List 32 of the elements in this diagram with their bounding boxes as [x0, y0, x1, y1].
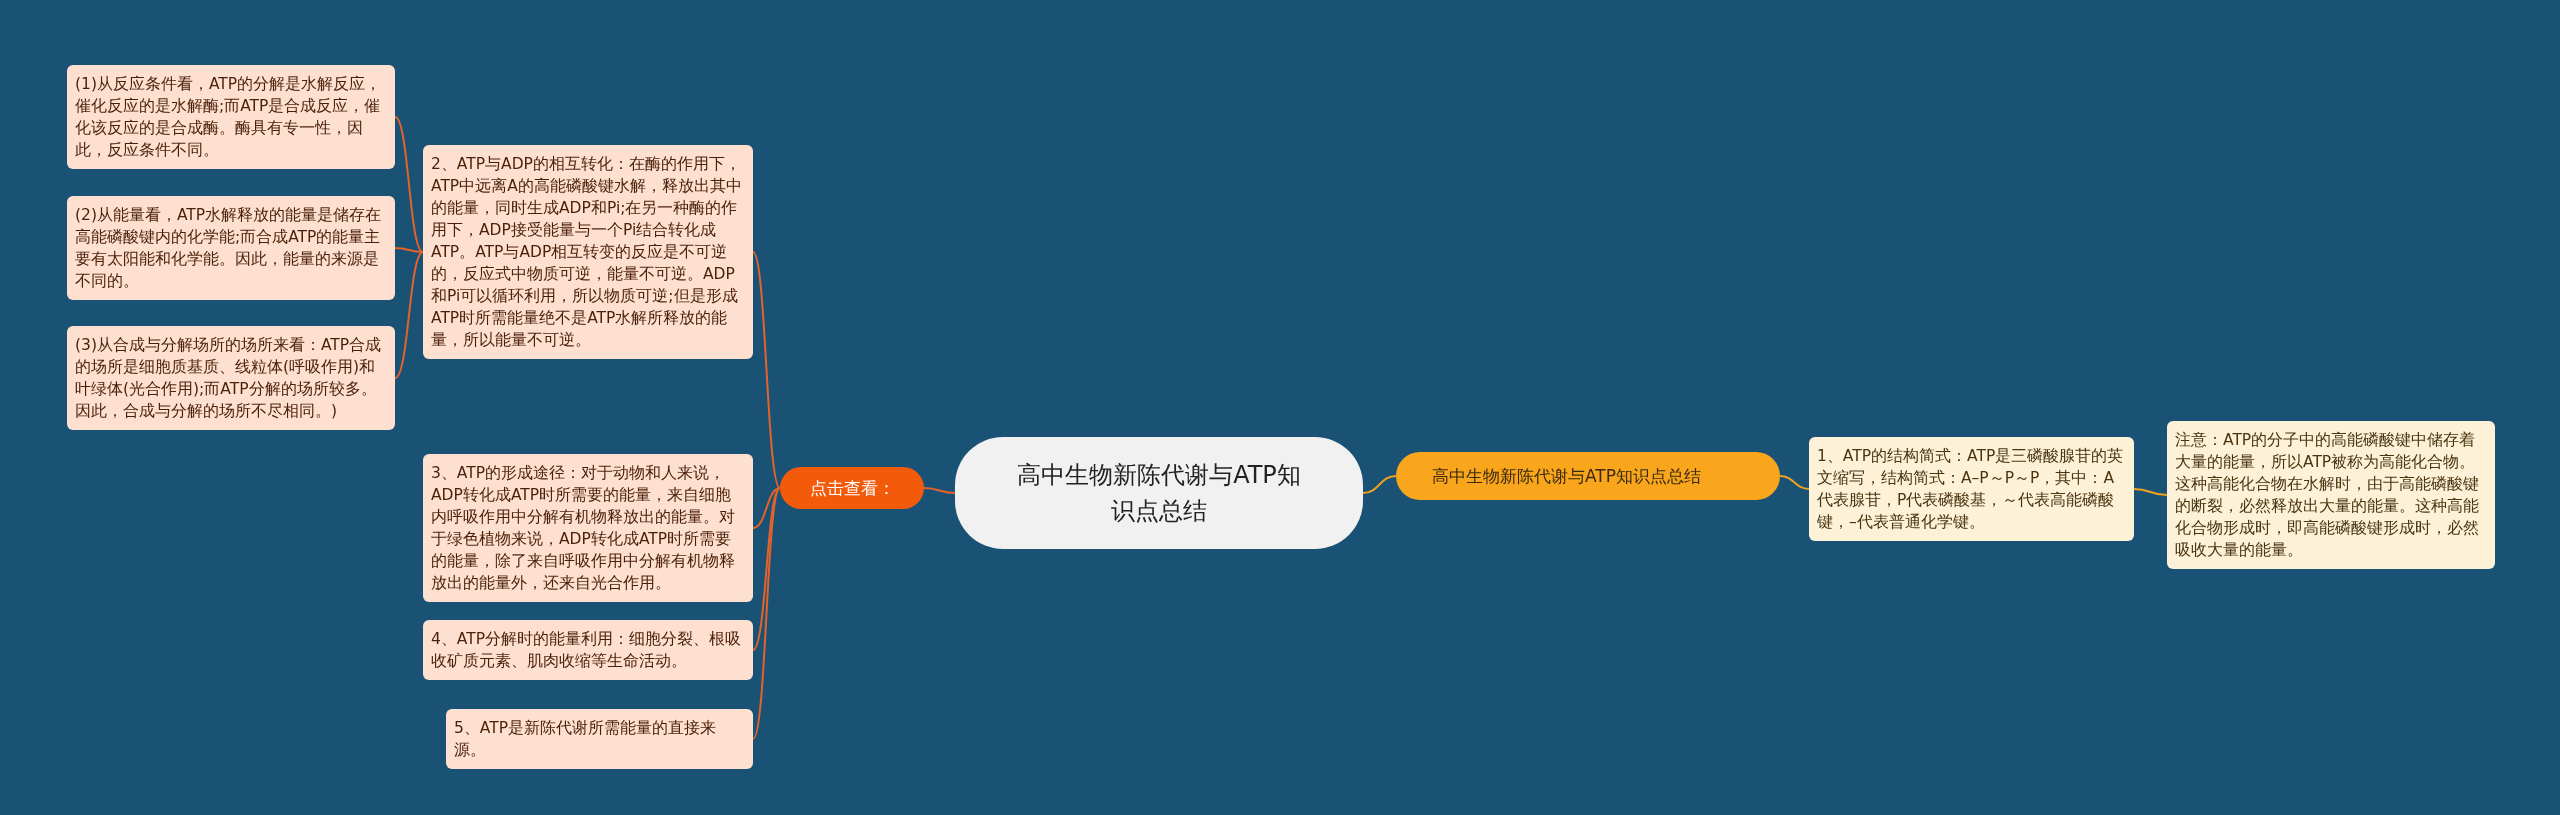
connector-line — [752, 487, 781, 529]
hub-pill — [780, 467, 924, 509]
connector-line — [2133, 488, 2168, 496]
connector-line — [1779, 475, 1810, 490]
connector-line — [394, 116, 424, 253]
topic-card — [423, 454, 753, 602]
connector-line — [752, 487, 781, 740]
hub-text: 点击查看： — [808, 477, 896, 500]
topic-card — [446, 709, 753, 769]
card-text: 5、ATP是新陈代谢所需能量的直接来源。 — [454, 718, 718, 761]
topic-card — [67, 196, 395, 300]
connector-line — [752, 251, 781, 489]
note-text: 1、ATP的结构简式：ATP是三磷酸腺苷的英文缩写，结构简式：A–P～P～P，其中：A代表腺苷，P代表磷酸基，～代表高能磷酸键，–代表普通化学键。 — [1817, 446, 2125, 533]
card-text: (3)从合成与分解场所的场所来看：ATP合成的场所是细胞质基质、线粒体(呼吸作用)和叶绿体(光合作用);而ATP分解的场所较多。因此，合成与分解的场所不尽相同。) — [75, 335, 383, 422]
topic-card — [67, 65, 395, 169]
connector-line — [394, 251, 424, 379]
card-text: 2、ATP与ADP的相互转化：在酶的作用下，ATP中远离A的高能磷酸键水解，释放出其中的能量，同时生成ADP和Pi;在另一种酶的作用下，ADP接受能量与一个Pi结合转化成ATP。ATP与ADP相互转变的反应是不可逆的，反应式中物质可逆，能量不可逆。ADP和Pi可以循环利用，所以物质可逆;但是形成ATP时所需能量绝不是ATP水解所释放的能量，所以能量不可逆。 — [431, 154, 743, 351]
branch-pill — [1396, 452, 1780, 500]
note-card — [1809, 437, 2134, 541]
connector-line — [923, 487, 956, 494]
topic-card — [67, 326, 395, 430]
note-text: 注意：ATP的分子中的高能磷酸键中储存着大量的能量，所以ATP被称为高能化合物。这种高能化合物在水解时，由于高能磷酸键的断裂，必然释放出大量的能量。这种高能化合物形成时，即高能磷酸键形成时，必然吸收大量的能量。 — [2175, 430, 2480, 561]
card-text: 3、ATP的形成途径：对于动物和人来说，ADP转化成ATP时所需要的能量，来自细胞内呼吸作用中分解有机物释放出的能量。对于绿色植物来说，ADP转化成ATP时所需要的能量，除了来自呼吸作用中分解有机物释放出的能量外，还来自光合作用。 — [431, 463, 736, 594]
card-text: 4、ATP分解时的能量利用：细胞分裂、根吸收矿质元素、肌肉收缩等生命活动。 — [431, 629, 743, 672]
card-text: (2)从能量看，ATP水解释放的能量是储存在高能磷酸键内的化学能;而合成ATP的能量主要有太阳能和化学能。因此，能量的来源是不同的。 — [75, 205, 383, 292]
connector-line — [394, 247, 424, 253]
topic-text: 高中生物新陈代谢与ATP知识点总结 — [1016, 460, 1302, 527]
card-text: (1)从反应条件看，ATP的分解是水解反应，催化反应的是水解酶;而ATP是合成反应，催化该反应的是合成酶。酶具有专一性，因此，反应条件不同。 — [75, 74, 383, 161]
branch-text: 高中生物新陈代谢与ATP知识点总结 — [1432, 465, 1702, 488]
topic-card — [423, 620, 753, 680]
note-card — [2167, 421, 2495, 569]
connector-line — [1362, 475, 1397, 494]
